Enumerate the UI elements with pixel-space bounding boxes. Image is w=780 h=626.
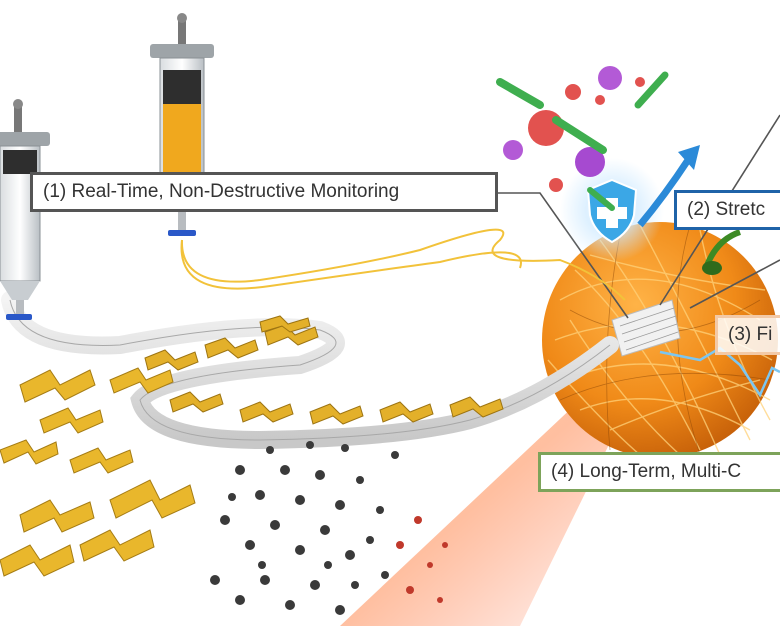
yellow-tube — [180, 228, 626, 301]
heated-nanoparticles — [396, 516, 448, 603]
label-real-time-monitoring: (1) Real-Time, Non-Destructive Monitorin… — [30, 172, 498, 212]
label-fiber: (3) Fi — [715, 315, 780, 355]
gold-zigzag-pieces — [0, 367, 196, 577]
syringe-icon-left — [0, 99, 50, 320]
laser-beam — [340, 355, 648, 626]
virus-icon — [503, 66, 645, 192]
signal-waveform — [659, 346, 780, 398]
ribbon-fiber — [1, 291, 619, 450]
label-long-term: (4) Long-Term, Multi-C — [538, 452, 780, 492]
label-stretchable: (2) Stretc — [674, 190, 780, 230]
gold-zigzag-electrode — [144, 315, 504, 425]
sensor-patch — [611, 299, 681, 357]
nanoparticles — [210, 441, 399, 615]
bacteria-icon — [496, 71, 669, 211]
up-arrow-icon — [637, 145, 700, 228]
